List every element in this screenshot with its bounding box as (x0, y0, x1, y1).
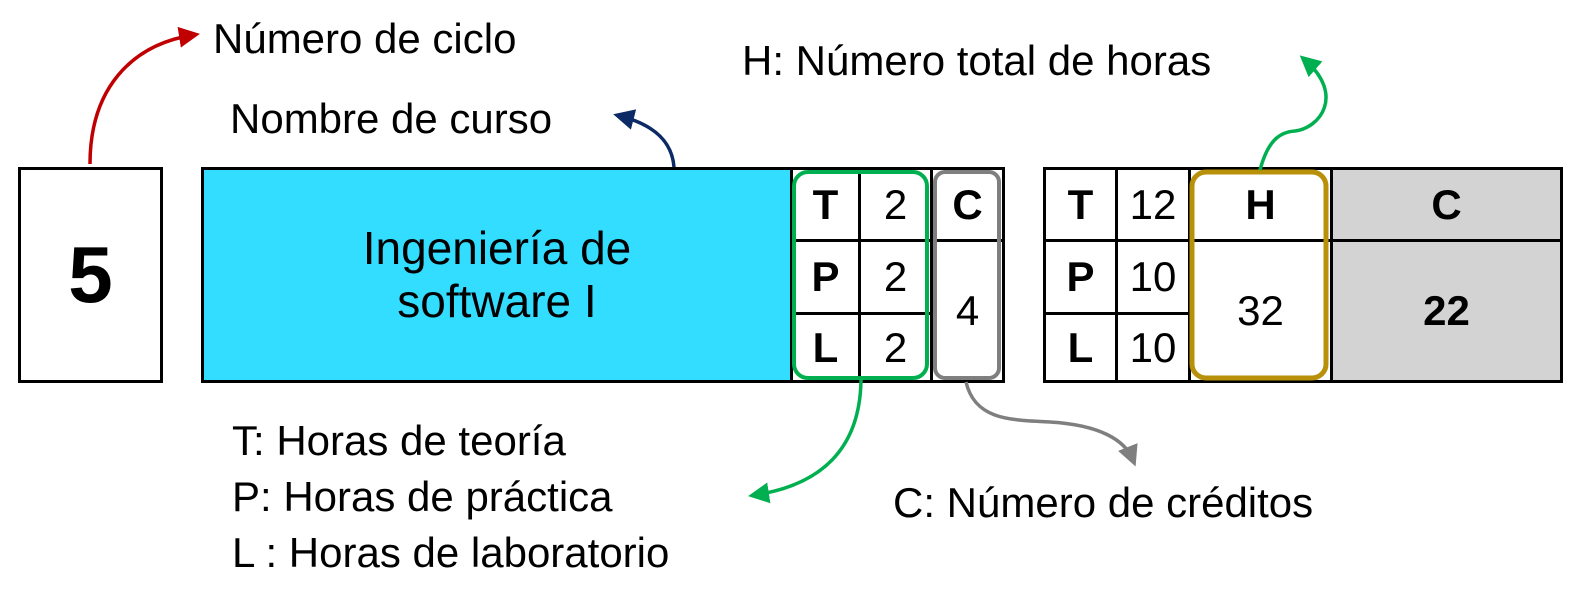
credits-highlight-frame (933, 170, 1001, 380)
total-hours-highlight-frame (1189, 169, 1329, 381)
summary-value-l: 10 (1115, 312, 1191, 383)
course-name-box: Ingeniería de software I (201, 167, 793, 383)
legend-practice: P: Horas de práctica (232, 473, 613, 520)
cycle-arrow (88, 26, 200, 165)
hours-arrow (748, 379, 863, 504)
cycle-number-box: 5 (18, 167, 163, 383)
hours-highlight-frame (792, 170, 929, 380)
credits-label: C: Número de créditos (893, 479, 1314, 526)
total-hours-arrow (1258, 55, 1328, 171)
legend-theory: T: Horas de teoría (232, 417, 566, 464)
hours-key-l: L (790, 312, 861, 383)
legend-lab: L : Horas de laboratorio (232, 529, 670, 576)
credits-header: C (930, 167, 1005, 242)
course-name-line2: software I (397, 275, 597, 327)
credits-value: 4 (930, 239, 1005, 383)
cycle-number-label: Número de ciclo (213, 15, 517, 62)
summary-credits-value: 22 (1330, 239, 1563, 383)
summary-credits-header: C (1330, 167, 1563, 242)
course-name-label: Nombre de curso (230, 95, 553, 142)
course-name-line1: Ingeniería de (362, 222, 632, 275)
course-name-arrow (613, 109, 676, 168)
total-hours-label: H: Número total de horas (742, 37, 1212, 84)
credits-arrow (964, 381, 1138, 467)
